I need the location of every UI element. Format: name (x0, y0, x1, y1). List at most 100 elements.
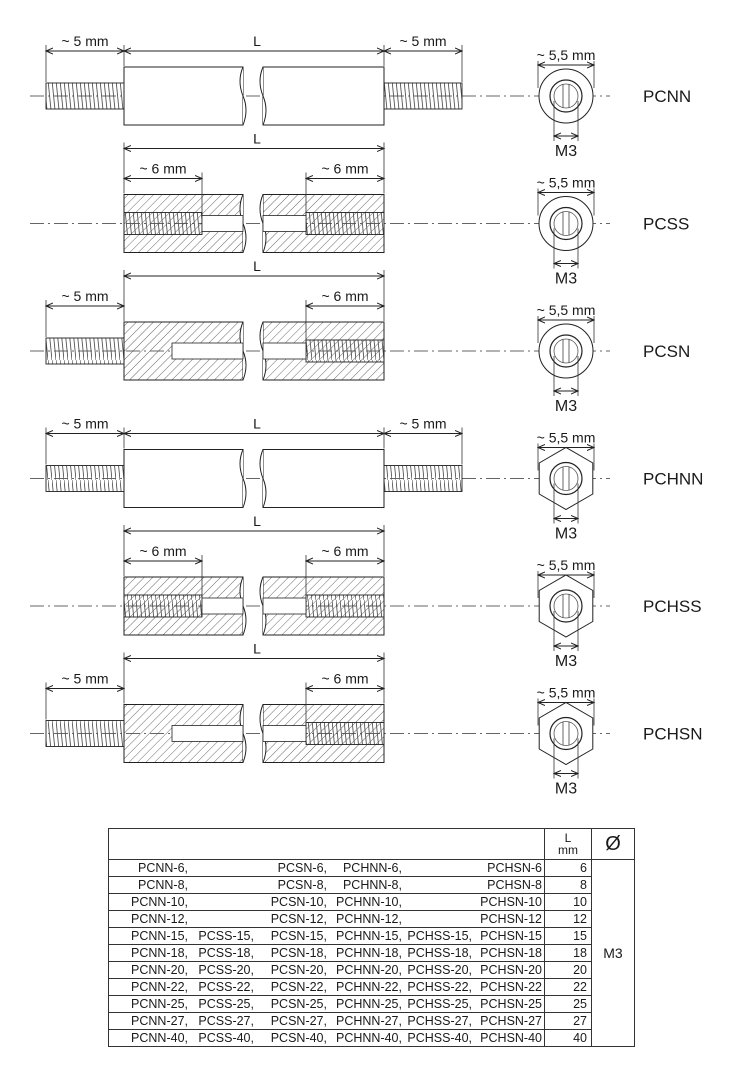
dimension-label: ~ 6 mm (321, 288, 368, 304)
part-number: PCNN-10, (131, 895, 188, 909)
part-number: PCHSN-12 (480, 912, 542, 926)
part-number: PCHSN-27 (480, 1014, 542, 1028)
dimension-label: ~ 5 mm (61, 671, 108, 687)
part-number: PCSS-22, (198, 980, 254, 994)
part-number: PCNN-12, (131, 912, 188, 926)
part-numbers-cell: PCNN-22,PCSS-22,PCSN-22,PCHNN-22,PCHSS-2… (108, 978, 545, 996)
dimension-label: L (253, 131, 261, 147)
dimension-label: ~ 5 mm (61, 33, 108, 49)
part-number: PCSN-20, (270, 963, 327, 977)
stud-left (45, 82, 125, 110)
part-number (190, 895, 256, 909)
part-number (404, 878, 474, 892)
part-numbers-cell: PCNN-15,PCSS-15,PCSN-15,PCHNN-15,PCHSS-1… (108, 927, 545, 945)
part-number (404, 895, 474, 909)
part-number: PCSN-12, (270, 912, 327, 926)
part-number: PCHSN-15 (480, 929, 542, 943)
thread-hole (549, 79, 583, 113)
dimension-label: L (253, 258, 261, 274)
part-number: PCSN-15, (270, 929, 327, 943)
part-number: PCSS-40, (198, 1031, 254, 1045)
part-number: PCNN-20, (131, 963, 188, 977)
break-line (239, 449, 247, 508)
body-right (262, 449, 385, 508)
part-number: PCSS-18, (198, 946, 254, 960)
length-header-symbol: L (564, 831, 572, 845)
internal-thread-right (305, 339, 385, 363)
part-number: PCHSS-27, (407, 1014, 472, 1028)
dimension-label: L (253, 33, 261, 49)
internal-thread-left (123, 594, 203, 618)
part-numbers-cell: PCNN-40,PCSS-40,PCSN-40,PCHNN-40,PCHSS-4… (108, 1029, 545, 1047)
part-number: PCHNN-40, (336, 1031, 402, 1045)
part-number: PCHSS-22, (407, 980, 472, 994)
part-number: PCNN-18, (131, 946, 188, 960)
part-number: PCSS-25, (198, 997, 254, 1011)
variant-code: PCHSS (643, 597, 702, 616)
thread-hole (549, 334, 583, 368)
length-cell: 10 (544, 893, 592, 911)
thread-size-label: M3 (555, 781, 577, 798)
part-number: PCSN-40, (270, 1031, 327, 1045)
break-line (259, 449, 267, 508)
table-row: PCNN-27,PCSS-27,PCSN-27,PCHNN-27,PCHSS-2… (108, 1012, 635, 1030)
thread-size-label: M3 (555, 526, 577, 543)
part-number: PCHSS-40, (407, 1031, 472, 1045)
part-number: PCSS-20, (198, 963, 254, 977)
part-number: PCHSN-8 (487, 878, 542, 892)
length-header: L mm (544, 828, 592, 860)
names-header (108, 828, 545, 860)
body-left (123, 449, 244, 508)
part-numbers-cell: PCNN-27,PCSS-27,PCSN-27,PCHNN-27,PCHSS-2… (108, 1012, 545, 1030)
dimension-label: ~ 6 mm (139, 543, 186, 559)
thread-size-label: M3 (555, 653, 577, 670)
thread-hole-inner (553, 83, 579, 109)
part-number: PCSN-22, (270, 980, 327, 994)
stud-left (45, 337, 125, 365)
length-cell: 6 (544, 859, 592, 877)
part-number: PCHNN-20, (336, 963, 402, 977)
part-number: PCHNN-12, (336, 912, 402, 926)
part-number: PCNN-25, (131, 997, 188, 1011)
part-number: PCHNN-8, (342, 878, 402, 892)
dimension-label: ~ 5,5 mm (537, 175, 596, 191)
part-number (190, 912, 256, 926)
part-number: PCHNN-6, (342, 861, 402, 875)
thread-hole-inner (553, 211, 579, 236)
stud-left (45, 465, 125, 492)
thread-size-label: M3 (555, 271, 577, 288)
break-line (259, 66, 267, 126)
table-row: PCNN-22,PCSS-22,PCSN-22,PCHNN-22,PCHSS-2… (108, 978, 635, 996)
variant-code: PCHNN (643, 470, 703, 489)
part-number: PCHNN-18, (336, 946, 402, 960)
part-number: PCHNN-27, (336, 1014, 402, 1028)
part-numbers-cell: PCNN-18,PCSS-18,PCSN-18,PCHNN-18,PCHSS-1… (108, 944, 545, 962)
table-row: PCNN-20,PCSS-20,PCSN-20,PCHNN-20,PCHSS-2… (108, 961, 635, 979)
table-row: PCNN-25,PCSS-25,PCSN-25,PCHNN-25,PCHSS-2… (108, 995, 635, 1013)
thread-hole (549, 461, 583, 496)
part-number: PCNN-15, (131, 929, 188, 943)
part-number: PCHSS-25, (407, 997, 472, 1011)
dimension-label: ~ 5,5 mm (537, 47, 596, 63)
dimension-label: ~ 6 mm (321, 161, 368, 177)
part-numbers-cell: PCNN-25,PCSS-25,PCSN-25,PCHNN-25,PCHSS-2… (108, 995, 545, 1013)
dimension-label: ~ 5,5 mm (537, 302, 596, 318)
table-row: PCNN-40,PCSS-40,PCSN-40,PCHNN-40,PCHSS-4… (108, 1029, 635, 1047)
part-number: PCHNN-22, (336, 980, 402, 994)
part-number: PCNN-8, (137, 878, 188, 892)
part-number: PCHSS-18, (407, 946, 472, 960)
thread-size-label: M3 (555, 398, 577, 415)
part-number: PCHSN-22 (480, 980, 542, 994)
diameter-cell: M3 (591, 859, 635, 1047)
diameter-header: Ø (591, 828, 635, 860)
table-row: PCNN-15,PCSS-15,PCSN-15,PCHNN-15,PCHSS-1… (108, 927, 635, 945)
dimension-label: ~ 5 mm (61, 288, 108, 304)
dimension-label: ~ 6 mm (321, 671, 368, 687)
